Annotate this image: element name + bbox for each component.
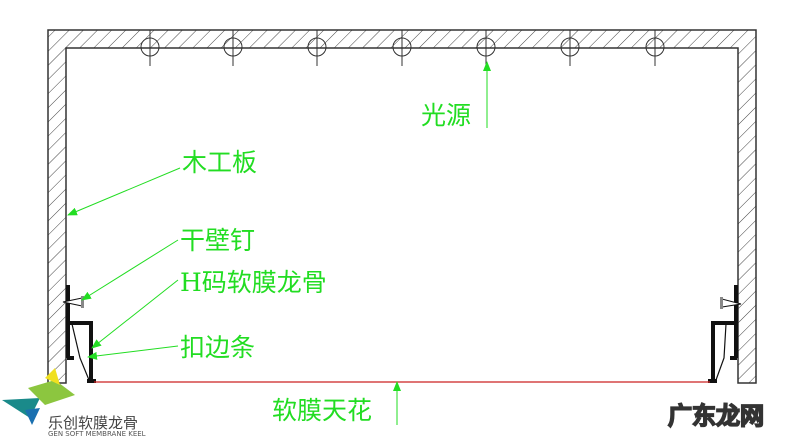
label-h-keel: H码软膜龙骨 [180,268,327,297]
site-watermark: 广东龙网 [667,401,765,431]
label-wood-board: 木工板 [182,148,258,177]
label-light-source: 光源 [421,101,472,130]
light-fixtures [140,30,665,66]
logo-mark [2,368,75,425]
label-drywall-nail: 干壁钉 [180,226,256,255]
wood-board-wall [47,29,757,384]
light-icon [392,30,412,66]
light-icon [476,30,496,66]
light-icon [223,30,243,66]
leader-lines [67,61,491,425]
light-icon [645,30,665,66]
label-edge-strip: 扣边条 [180,333,256,362]
left-keel [62,285,96,383]
light-icon [560,30,580,66]
logo-text-cn: 乐创软膜龙骨 [48,414,139,432]
right-keel [708,285,742,383]
light-icon [140,30,160,66]
logo-text-en: GEN SOFT MEMBRANE KEEL [48,430,146,438]
label-soft-film-ceiling: 软膜天花 [272,396,373,425]
light-icon [307,30,327,66]
